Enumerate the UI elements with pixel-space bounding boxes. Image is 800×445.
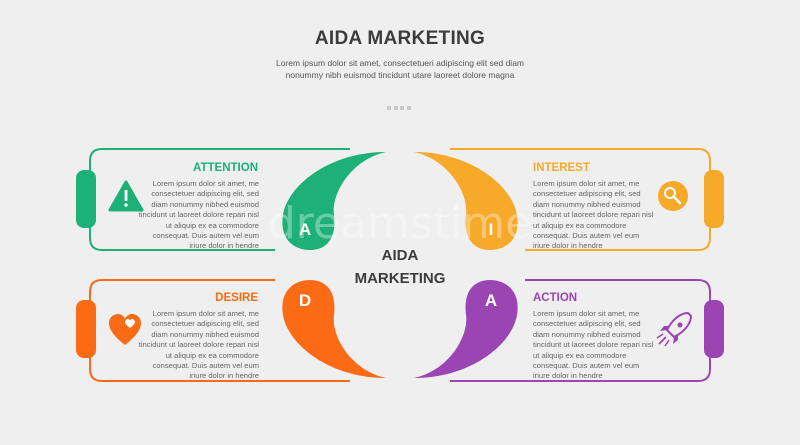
warning-icon: [108, 180, 144, 212]
magnifier-icon: [658, 181, 688, 211]
watermark: dreamstime: [267, 198, 533, 249]
center-label-line2: MARKETING: [354, 270, 446, 287]
desire-petal: [282, 280, 386, 378]
page-title: AIDA MARKETING: [314, 28, 486, 49]
heart-icon: [109, 314, 141, 345]
action-tab: [704, 300, 724, 358]
attention-letter: A: [298, 220, 312, 239]
interest-petal: [414, 152, 518, 250]
desire-letter: D: [298, 291, 312, 310]
action-heading: ACTION: [533, 292, 578, 304]
desire-text: Lorem ipsum dolor sit amet, me consectet…: [138, 309, 259, 381]
interest-frame: [450, 148, 711, 251]
page-subtitle: Lorem ipsum dolor sit amet, consectetuer…: [275, 58, 525, 80]
action-card: [414, 279, 724, 382]
interest-card: [414, 148, 724, 251]
action-frame: [450, 279, 711, 382]
action-letter: A: [484, 291, 498, 310]
desire-card: [76, 279, 386, 382]
attention-text: Lorem ipsum dolor sit amet, me consectet…: [138, 179, 259, 251]
attention-frame: [89, 148, 350, 251]
action-text: Lorem ipsum dolor sit amet, me consectet…: [533, 309, 654, 381]
action-petal: [414, 280, 518, 378]
rocket-icon: [656, 311, 693, 347]
attention-petal: [282, 152, 386, 250]
desire-frame: [89, 279, 350, 382]
attention-heading: ATTENTION: [193, 162, 258, 174]
desire-heading: DESIRE: [215, 292, 258, 304]
desire-tab: [76, 300, 96, 358]
center-label: AIDA MARKETING: [340, 244, 460, 290]
interest-text: Lorem ipsum dolor sit amet, me consectet…: [533, 179, 654, 251]
interest-letter: I: [488, 220, 494, 239]
interest-heading: INTEREST: [533, 162, 590, 174]
center-label-line1: AIDA: [381, 247, 419, 264]
divider-dots: [387, 97, 413, 110]
attention-card: [76, 148, 386, 251]
